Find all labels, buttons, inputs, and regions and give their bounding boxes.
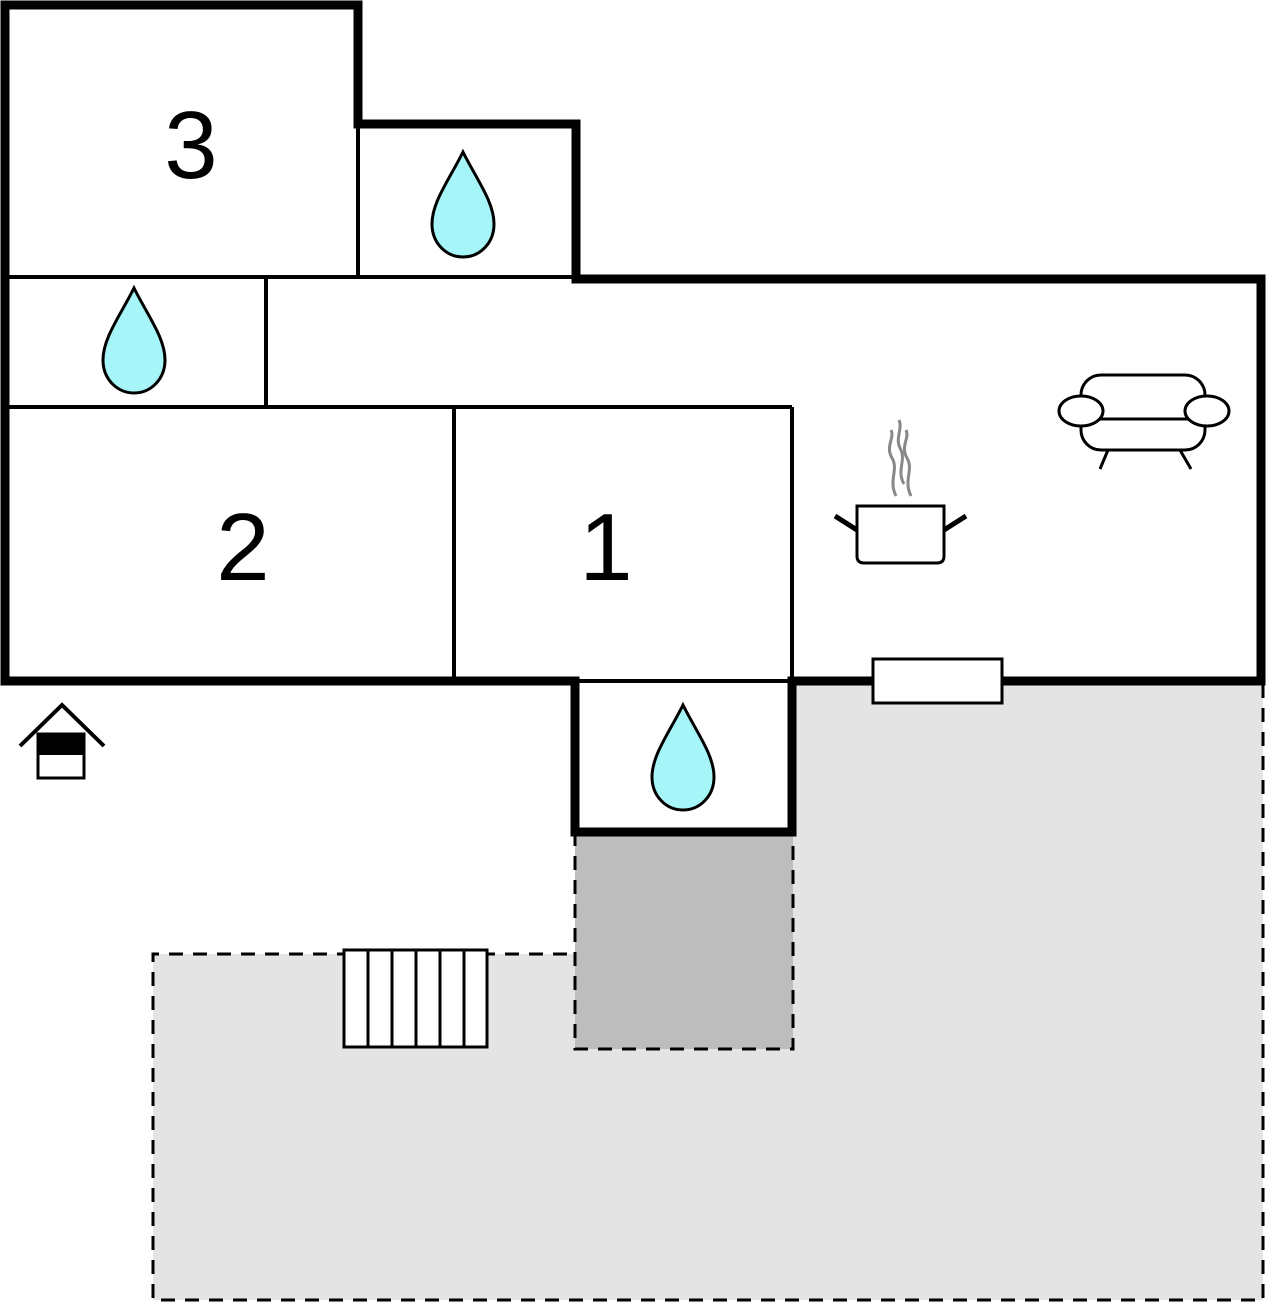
interior-walls [5, 124, 794, 683]
terrace-outline [151, 684, 1265, 1302]
building-interior [5, 5, 1261, 832]
water-drop-icon [430, 148, 496, 259]
water-drop-icon [101, 284, 167, 395]
entrance-icon [18, 702, 106, 780]
window-icon [871, 657, 1004, 705]
room-label-1: 1 [579, 494, 632, 601]
water-drop-icon [650, 701, 716, 812]
covered-terrace [575, 832, 793, 1049]
stairs-icon [342, 948, 489, 1049]
cooking-pot-icon [833, 419, 968, 565]
exterior-walls [0, 0, 1266, 837]
sofa-icon [1057, 373, 1231, 470]
covered-terrace-outline [573, 832, 795, 1051]
room-label-3: 3 [164, 92, 217, 199]
room-label-2: 2 [216, 494, 269, 601]
